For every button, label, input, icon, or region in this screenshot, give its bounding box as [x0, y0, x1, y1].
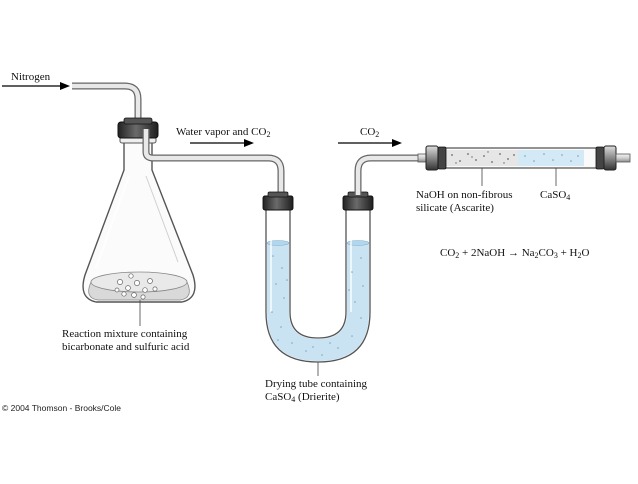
drying-label-line2: CaSO4 (Drierite)	[265, 391, 367, 404]
eq-arrow: →	[507, 247, 519, 259]
eq-co3: CO	[538, 247, 554, 259]
co2-text: CO	[360, 126, 376, 138]
eq-co2-sub: 2	[455, 251, 460, 260]
drying-label-line1: Drying tube containing	[265, 378, 368, 390]
flask-outlet-tube	[142, 129, 285, 195]
nitrogen-label: Nitrogen	[11, 71, 51, 83]
drying-caso4-text: CaSO	[265, 391, 292, 403]
ascarite-label-line1: NaOH on non-fibrous	[416, 189, 513, 201]
eq-h: + H	[557, 247, 578, 259]
eq-co2: CO	[440, 247, 456, 259]
co2-arrow	[338, 139, 402, 147]
reaction-mixture-label: Reaction mixture containing bicarbonate …	[62, 328, 189, 354]
flask-stopper	[117, 117, 159, 139]
eq-naoh: + 2NaOH	[459, 247, 508, 259]
water-vapor-subscript: 2	[266, 130, 271, 139]
water-vapor-text: Water vapor and CO	[176, 126, 267, 138]
drying-tube-label: Drying tube containing CaSO4 (Drierite)	[265, 378, 367, 404]
u-tube-right-stopper	[342, 191, 374, 211]
caso4-label: CaSO4	[540, 189, 570, 202]
eq-na-sub: 2	[534, 251, 539, 260]
ascarite-label-line2: silicate (Ascarite)	[416, 202, 494, 214]
copyright-notice: © 2004 Thomson - Brooks/Cole	[2, 403, 122, 413]
caso4-subscript: 4	[566, 193, 571, 202]
reaction-label-line2: bicarbonate and sulfuric acid	[62, 341, 190, 353]
eq-h-sub: 2	[577, 251, 582, 260]
water-vapor-label: Water vapor and CO2	[176, 126, 270, 139]
co2-subscript: 2	[375, 130, 380, 139]
reaction-equation: CO2 + 2NaOH → Na2CO3 + H2O	[440, 247, 589, 260]
ascarite-label: NaOH on non-fibrous silicate (Ascarite)	[416, 189, 513, 215]
ascarite-absorption-tube	[417, 145, 631, 171]
eq-na: Na	[518, 247, 535, 259]
erlenmeyer-flask	[82, 136, 196, 303]
caso4-text: CaSO	[540, 189, 567, 201]
water-vapor-arrow	[190, 139, 254, 147]
drying-caso4-sub: 4	[291, 395, 296, 404]
u-drying-tube	[262, 191, 374, 363]
reaction-bubbles	[114, 273, 158, 300]
eq-o: O	[581, 247, 590, 259]
u-tube-outlet-tube	[354, 154, 418, 195]
reaction-label-line1: Reaction mixture containing	[62, 328, 188, 340]
eq-co3-sub: 3	[553, 251, 558, 260]
nitrogen-arrow	[2, 82, 70, 90]
drying-drierite-text: (Drierite)	[295, 391, 340, 403]
u-tube-left-stopper	[262, 191, 294, 211]
co2-label: CO2	[360, 126, 379, 139]
